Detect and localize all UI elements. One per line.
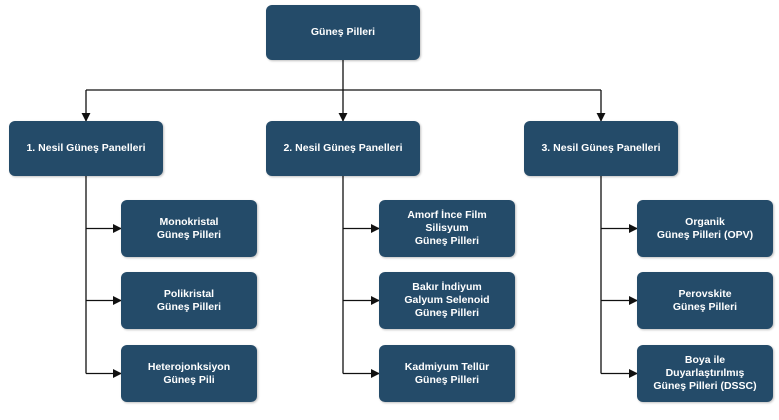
cell-type-amorf-i-nce-film-silisyum-gunes-pilleri-label-line: Silisyum	[425, 222, 469, 234]
generation-header-3: 3. Nesil Güneş Panelleri	[524, 121, 678, 176]
cell-type-heterojonksiyon-gunes-pili-label-line: Heterojonksiyon	[147, 360, 231, 373]
generation-header-1: 1. Nesil Güneş Panelleri	[9, 121, 163, 176]
cell-type-monokristal-gunes-pilleri-label-line: Güneş Pilleri	[156, 228, 222, 241]
cell-type-boya-ile-duyarlastirilmis-gunes-pilleri-dssc-label-line: Güneş Pilleri (DSSC)	[653, 380, 757, 392]
cell-type-heterojonksiyon-gunes-pili-label-line: Güneş Pili	[163, 373, 215, 386]
generation-header-2: 2. Nesil Güneş Panelleri	[266, 121, 420, 176]
cell-type-bakir-i-ndiyum-galyum-selenoid-gunes-pilleri-label-line: Galyum Selenoid	[404, 294, 490, 306]
generation-header-3-label-line: 3. Nesil Güneş Panelleri	[541, 142, 661, 154]
cell-type-polikristal-gunes-pilleri-label-line: Güneş Pilleri	[156, 300, 222, 313]
cell-type-monokristal-gunes-pilleri-label-line: Monokristal	[159, 215, 219, 228]
cell-type-bakir-i-ndiyum-galyum-selenoid-gunes-pilleri-label-line: Bakır İndiyum	[412, 281, 482, 293]
root-node-gunes-pilleri-label-line: Güneş Pilleri	[310, 26, 376, 38]
cell-type-bakir-i-ndiyum-galyum-selenoid-gunes-pilleri-label-line: Güneş Pilleri	[414, 307, 480, 319]
cell-type-organik-gunes-pilleri-opv-label-line: Organik	[685, 215, 725, 228]
generation-header-2-label-line: 2. Nesil Güneş Panelleri	[283, 142, 403, 154]
cell-type-amorf-i-nce-film-silisyum-gunes-pilleri-label-line: Amorf İnce Film	[407, 209, 487, 221]
cell-type-kadmiyum-tellur-gunes-pilleri-label-line: Güneş Pilleri	[414, 373, 480, 386]
cell-type-perovskite-gunes-pilleri-label-line: Perovskite	[678, 287, 732, 300]
cell-type-organik-gunes-pilleri-opv-label-line: Güneş Pilleri (OPV)	[656, 228, 754, 241]
cell-type-boya-ile-duyarlastirilmis-gunes-pilleri-dssc-label-line: Duyarlaştırılmış	[665, 367, 745, 379]
generation-header-1-label-line: 1. Nesil Güneş Panelleri	[26, 142, 146, 154]
cell-type-kadmiyum-tellur-gunes-pilleri-label-line: Kadmiyum Tellür	[404, 360, 490, 373]
cell-type-perovskite-gunes-pilleri-label-line: Güneş Pilleri	[672, 300, 738, 313]
root-node-gunes-pilleri: Güneş Pilleri	[266, 5, 420, 60]
cell-type-polikristal-gunes-pilleri-label-line: Polikristal	[163, 287, 215, 300]
cell-type-boya-ile-duyarlastirilmis-gunes-pilleri-dssc-label-line: Boya ile	[684, 354, 726, 366]
cell-type-amorf-i-nce-film-silisyum-gunes-pilleri-label-line: Güneş Pilleri	[414, 235, 480, 247]
